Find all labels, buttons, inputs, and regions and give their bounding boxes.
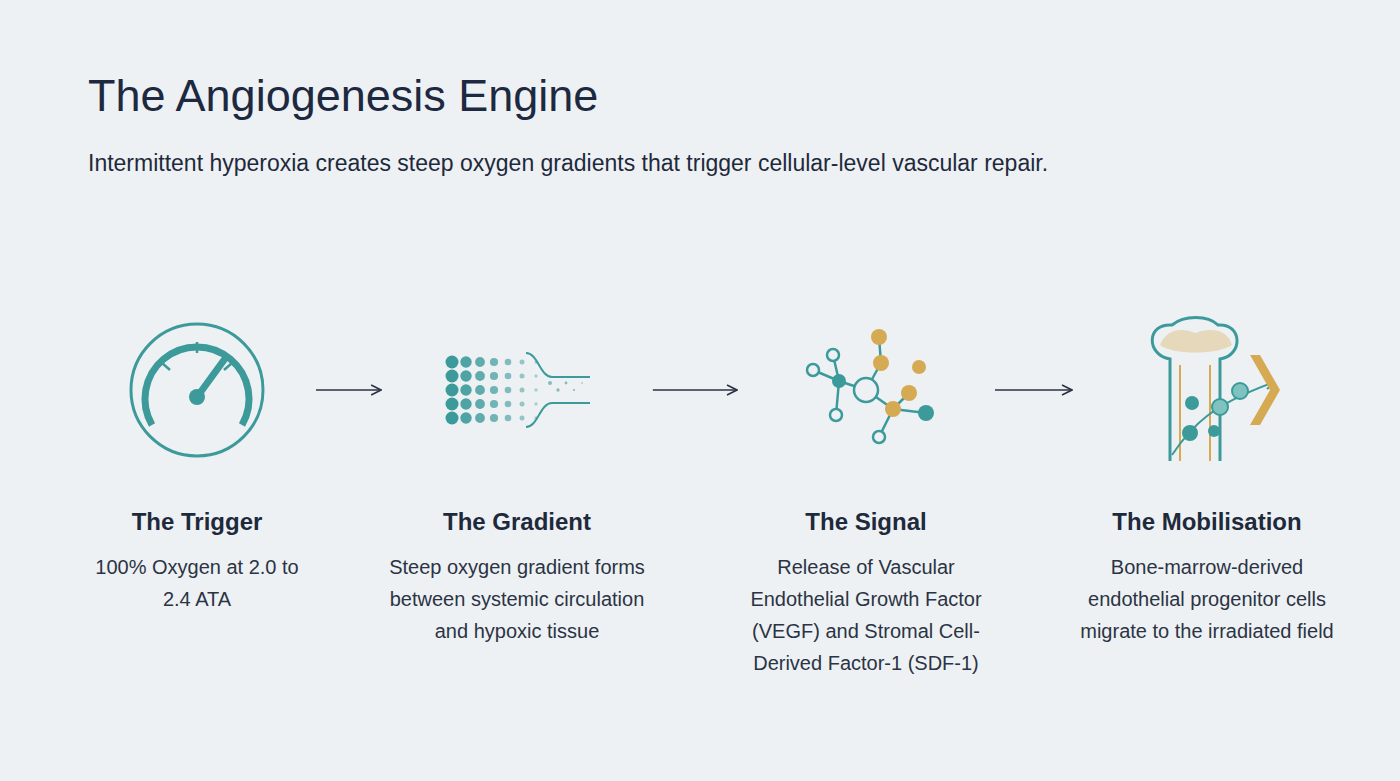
step-heading: The Signal bbox=[741, 507, 991, 537]
step-icon bbox=[442, 315, 592, 465]
step-icon bbox=[122, 315, 272, 465]
step-description: 100% Oxygen at 2.0 to 2.4 ATA bbox=[82, 551, 312, 615]
process-step: The Trigger 100% Oxygen at 2.0 to 2.4 ATA bbox=[82, 315, 312, 615]
process-step: The GradientSteep oxygen gradient forms … bbox=[385, 315, 649, 647]
step-heading: The Gradient bbox=[385, 507, 649, 537]
flow-arrow bbox=[653, 389, 737, 391]
diagram-title: The Angiogenesis Engine bbox=[88, 70, 598, 122]
step-icon bbox=[791, 315, 941, 465]
step-description: Steep oxygen gradient forms between syst… bbox=[385, 551, 649, 647]
step-description: Release of Vascular Endothelial Growth F… bbox=[741, 551, 991, 679]
step-description: Bone-marrow-derived endothelial progenit… bbox=[1076, 551, 1338, 647]
flow-arrow bbox=[316, 389, 381, 391]
flow-arrow bbox=[995, 389, 1072, 391]
diagram-caption: Intermittent hyperoxia creates steep oxy… bbox=[88, 150, 1048, 177]
step-heading: The Trigger bbox=[82, 507, 312, 537]
step-icon bbox=[1132, 315, 1282, 465]
step-heading: The Mobilisation bbox=[1076, 507, 1338, 537]
process-step: The SignalRelease of Vascular Endothelia… bbox=[741, 315, 991, 679]
process-step: The MobilisationBone-marrow-derived endo… bbox=[1076, 315, 1338, 647]
